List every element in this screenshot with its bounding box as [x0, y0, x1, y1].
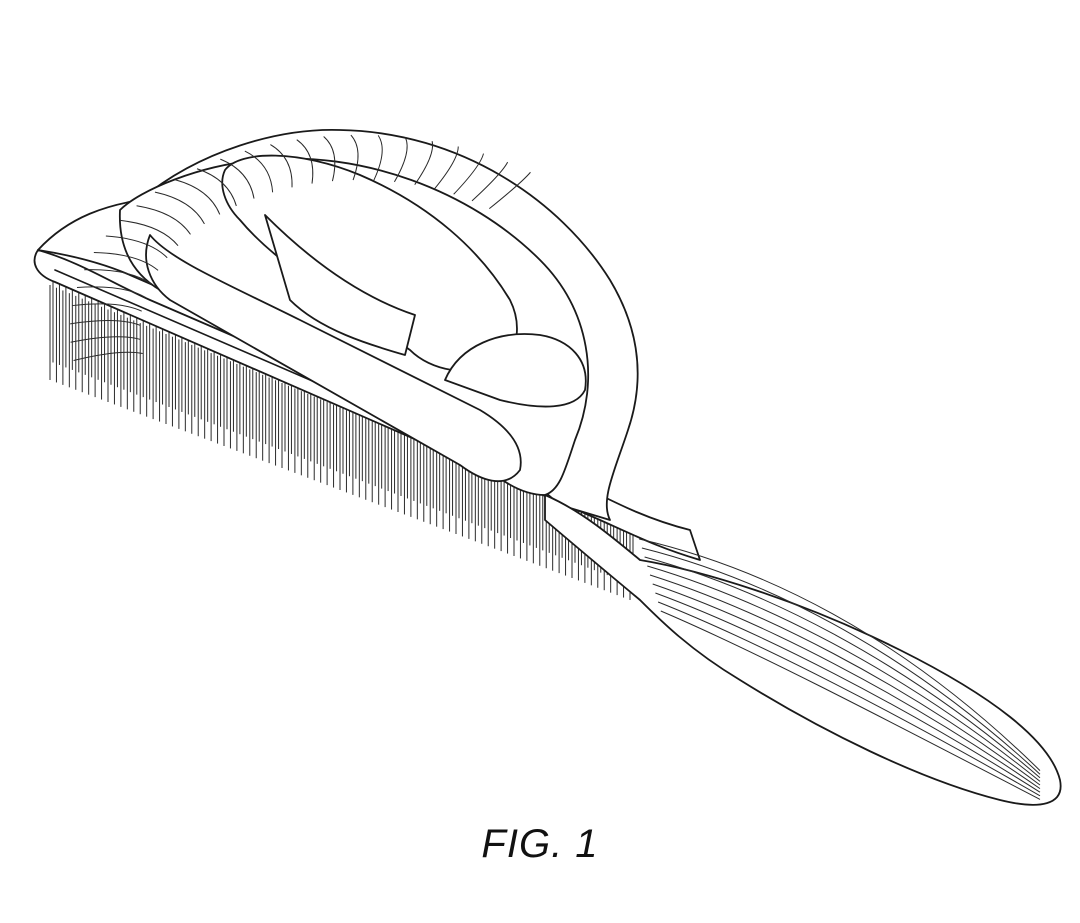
dome-rib-line — [70, 320, 141, 326]
dome-rib-line — [73, 351, 143, 361]
handle — [544, 494, 1062, 806]
handle-ridge-line — [644, 556, 1041, 779]
dome-rib-line — [488, 171, 531, 210]
handle-ridge-line — [639, 538, 1041, 771]
dome-rib-line — [136, 205, 191, 235]
dome-rib-line — [434, 146, 459, 190]
dome-rib-line — [84, 269, 152, 285]
dome-rib-line — [393, 137, 408, 183]
dome-rib-line — [76, 286, 146, 298]
dome-rib-line — [120, 219, 179, 247]
handle-ridge-line — [649, 574, 1041, 786]
dome-rib-line — [244, 150, 274, 193]
figure-label: FIG. 1 — [481, 822, 599, 866]
handle-ridge-line — [641, 547, 1041, 775]
dome-rib-line — [414, 141, 434, 185]
dome-rib-line — [175, 179, 221, 215]
dome-ribs — [70, 134, 531, 361]
handle-ridge-line — [660, 610, 1041, 800]
cradle-post — [264, 214, 416, 356]
dome-rib-line — [471, 161, 509, 202]
handle-ridge-line — [652, 583, 1041, 790]
dome-rib-line — [93, 252, 159, 271]
window-slot — [145, 234, 522, 482]
dome-rib-line — [220, 158, 255, 199]
dome-rib-line — [70, 336, 141, 343]
dome-rib-line — [453, 153, 484, 195]
handle-ridge-line — [647, 565, 1041, 782]
handle-ridge-line — [655, 592, 1041, 793]
dome-rib-line — [270, 144, 293, 188]
dome-rib-line — [72, 303, 142, 312]
dome-rib-line — [323, 136, 336, 182]
dome-rib-line — [105, 235, 168, 259]
dome-rib-line — [350, 134, 359, 181]
dome-rib-line — [196, 168, 237, 207]
dome-rib-line — [373, 135, 383, 181]
cradle-saddle — [444, 333, 587, 408]
handle-ridge-line — [657, 601, 1041, 797]
handle-ridges — [639, 538, 1041, 800]
dome-rib-line — [296, 139, 314, 184]
dome-rib-line — [154, 191, 205, 225]
